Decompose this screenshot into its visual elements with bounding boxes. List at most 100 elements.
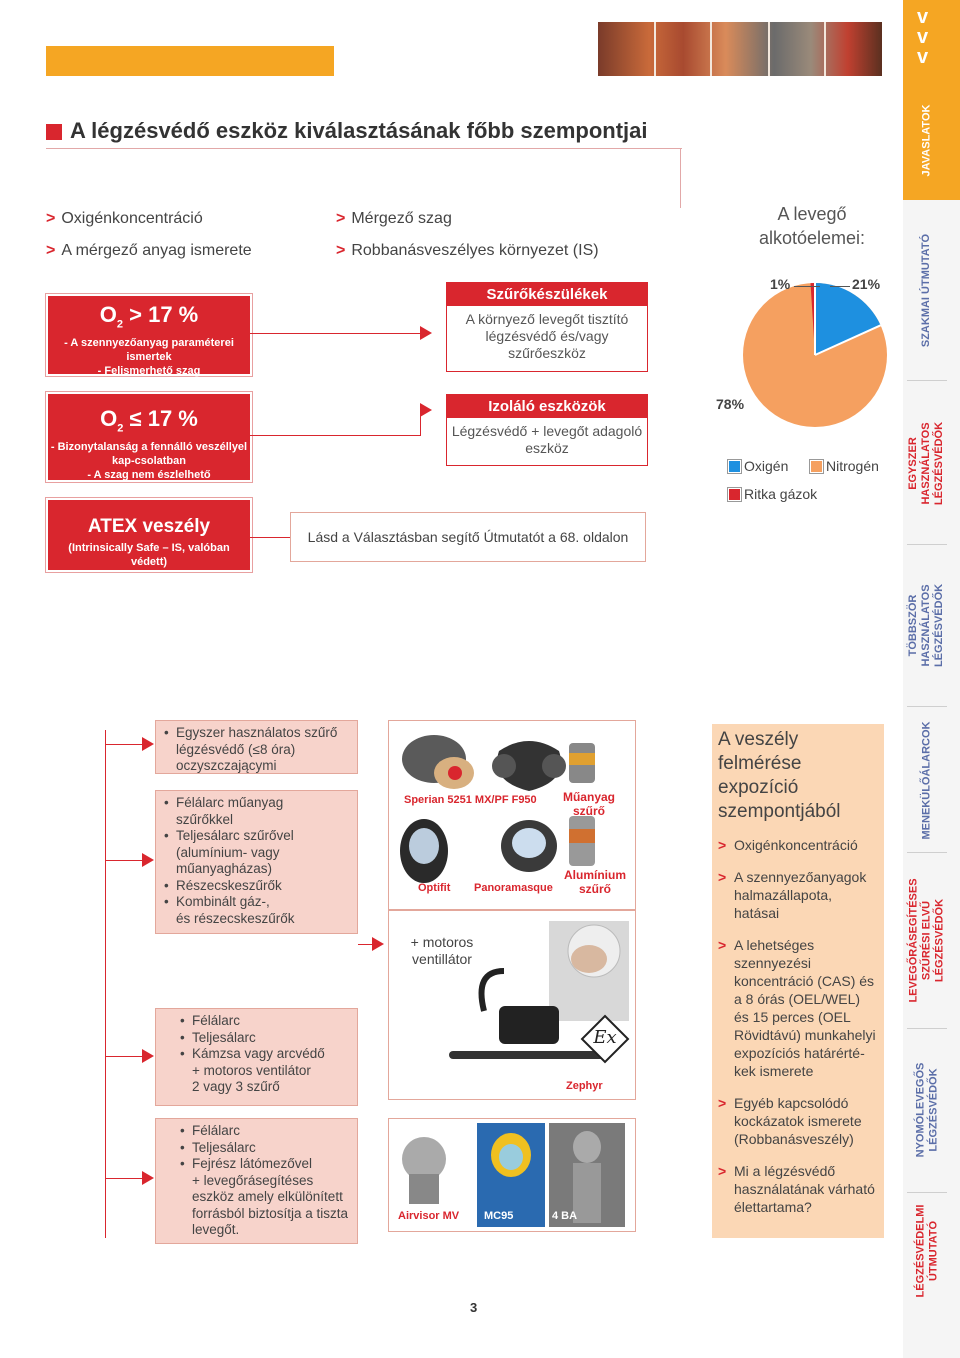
tab-divider	[907, 1192, 947, 1193]
tab-nyomolevegos[interactable]: NYOMÓLEVEGŐS LÉGZÉSVÉDŐK	[914, 1062, 939, 1158]
guide-reference-box: Lásd a Választásban segítő Útmutatót a 6…	[290, 512, 646, 562]
pie-label-rare: 1%	[770, 276, 791, 292]
page-number: 3	[470, 1300, 478, 1315]
supplied-air-illustration	[402, 1123, 625, 1227]
filter-devices-header: Szűrőkészülékek	[447, 283, 647, 306]
legend-rare: Ritka gázok	[744, 486, 818, 502]
powered-unit-illustration	[449, 921, 629, 1059]
label-zephyr: Zephyr	[566, 1080, 603, 1092]
flow-branch-2	[105, 860, 143, 861]
arrow-products	[372, 937, 384, 951]
tab-divider	[907, 380, 947, 381]
tab-javaslatok[interactable]: JAVASLATOK	[920, 104, 933, 176]
air-composition-pie	[743, 282, 887, 427]
filter-devices-text: A környező levegőt tisztító légzésvédő é…	[465, 311, 629, 361]
masks-illustration	[400, 735, 595, 883]
tab-menekuloalarcok[interactable]: MENEKÜLŐÁLARCOK	[920, 721, 933, 839]
page-title: A légzésvédő eszköz kiválasztásának főbb…	[70, 118, 648, 143]
title-divider	[46, 148, 682, 149]
label-mc95: MC95	[484, 1210, 514, 1222]
pie-slice-oxygen	[815, 283, 881, 355]
pie-label-nitrogen: 78%	[716, 396, 745, 412]
label-airvisor: Airvisor MV	[398, 1210, 460, 1222]
chevron-icon: v	[917, 46, 929, 68]
criterion-oxygen: >Oxigénkoncentráció	[46, 210, 203, 227]
tab-tobbszor-hasznalatos[interactable]: TÖBBSZÖR HASZNÁLATOS LÉGZÉSVÉDŐK	[907, 583, 946, 667]
legend-swatch-rare	[727, 487, 742, 502]
condition-o2-below-17: O2 ≤ 17 % - Bizonytalanság a fennálló ve…	[48, 394, 250, 481]
pie-title: A levegő alkotóelemei:	[758, 204, 866, 248]
sidebar-active-section	[903, 0, 960, 200]
tab-divider	[907, 706, 947, 707]
pie-slice-rare	[810, 282, 815, 355]
connector-isolating-v	[420, 410, 421, 436]
tab-levegorasegiteses[interactable]: LEVEGŐRÁSEGÍTÉSES SZŰRÉSI ELVŰ LÉGZÉSVÉD…	[907, 877, 946, 1003]
arrow-branch-4	[142, 1171, 154, 1185]
tab-divider	[907, 852, 947, 853]
legend-swatch-oxygen	[727, 459, 742, 474]
tab-divider	[907, 544, 947, 545]
product-photo-supplied-air	[388, 1118, 636, 1232]
risk-item-concentration: >A lehetséges szennyezési koncentráció (…	[718, 937, 876, 1079]
product-photo-powered	[388, 910, 636, 1100]
isolating-devices-header: Izoláló eszközök	[447, 395, 647, 418]
sidebar	[903, 0, 960, 1358]
chevron-icon: v	[917, 26, 929, 48]
isolating-devices-text: Légzésvédő + levegőt adagoló eszköz	[451, 423, 643, 456]
criterion-toxic-smell: >Mérgező szag	[336, 210, 452, 227]
label-optifit: Optifit	[418, 882, 451, 894]
arrow-filter	[420, 326, 432, 340]
condition-atex: ATEX veszély (Intrinsically Safe – IS, v…	[48, 500, 250, 570]
arrow-branch-1	[142, 737, 154, 751]
criterion-explosive: >Robbanásveszélyes környezet (IS)	[336, 242, 599, 259]
atex-ex-icon: Ex	[580, 1014, 630, 1064]
tab-szakmai-utmutato[interactable]: SZAKMAI ÚTMUTATÓ	[920, 233, 933, 347]
risk-item-related: >Egyéb kapcsolódó kockázatok ismerete (R…	[718, 1095, 862, 1147]
arrow-branch-3	[142, 1049, 154, 1063]
legend-nitrogen: Nitrogén	[826, 458, 879, 474]
criterion-toxic-knowledge: >A mérgező anyag ismerete	[46, 242, 252, 259]
title-divider-vertical	[680, 148, 681, 208]
title-marker	[46, 124, 62, 140]
flow-branch-3	[105, 1056, 143, 1057]
filter-devices-box: Szűrőkészülékek A környező levegőt tiszt…	[446, 282, 648, 372]
category-supplied-air: Félálarc Teljesálarc Fejrész látómezővel…	[155, 1118, 358, 1244]
tab-divider	[907, 1028, 947, 1029]
header-accent-bar	[46, 46, 334, 76]
condition-o2-above-17: O2 > 17 % - A szennyezőanyag paraméterei…	[48, 296, 250, 377]
isolating-devices-box: Izoláló eszközök Légzésvédő + levegőt ad…	[446, 394, 648, 466]
risk-item-state: >A szennyezőanyagok halmazállapota, hatá…	[718, 869, 867, 921]
pie-leader-rare	[794, 286, 820, 287]
label-4ba: 4 BA	[552, 1210, 578, 1222]
product-connector	[358, 944, 372, 945]
flow-trunk	[105, 730, 106, 1238]
risk-item-oxygen: >Oxigénkoncentráció	[718, 837, 858, 853]
label-panoramasque: Panoramasque	[474, 882, 553, 894]
chevron-icon: v	[917, 6, 929, 28]
legend-oxygen: Oxigén	[744, 458, 789, 474]
product-photo-masks	[388, 720, 636, 910]
tab-egyszer-hasznalatos[interactable]: EGYSZER HASZNÁLATOS LÉGZÉSVÉDŐK	[907, 421, 946, 505]
arrow-isolating	[420, 403, 432, 417]
risk-item-lifetime: >Mi a légzésvédő használatának várható é…	[718, 1163, 875, 1215]
flow-branch-1	[105, 744, 143, 745]
legend-swatch-nitrogen	[809, 459, 824, 474]
category-powered: Félálarc Teljesálarc Kámzsa vagy arcvédő…	[155, 1008, 358, 1106]
pie-leader-oxygen	[830, 286, 850, 287]
pie-label-oxygen: 21%	[852, 276, 881, 292]
connector-isolating	[250, 435, 420, 436]
flow-branch-4	[105, 1178, 143, 1179]
connector-atex	[250, 537, 290, 538]
label-sperian: Sperian 5251 MX/PF F950	[404, 794, 537, 806]
arrow-branch-2	[142, 853, 154, 867]
connector-filter	[250, 333, 420, 334]
header-photo-strip	[598, 22, 882, 76]
tab-legzesvedelmi-utmutato[interactable]: LÉGZÉSVÉDELMI ÚTMUTATÓ	[914, 1204, 939, 1298]
